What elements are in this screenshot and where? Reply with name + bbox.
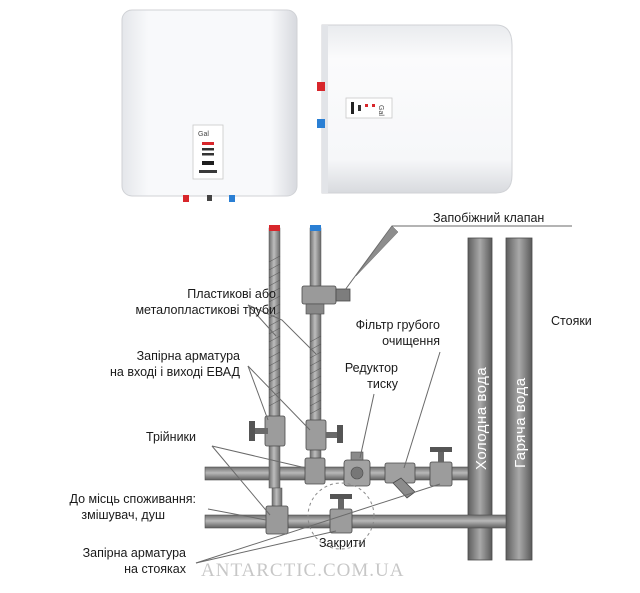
plastic-pipes-label-line2: металопластикові труби (135, 303, 276, 317)
riser-cold: Холодна вода (467, 237, 493, 561)
nozzle-icon (207, 195, 212, 201)
indicator-icon (202, 148, 214, 151)
pointer-icon (355, 225, 399, 277)
shutoff-risers-label-line1: Запірна арматура (83, 546, 186, 560)
hot-outlet-icon (183, 195, 189, 202)
riser-hot: Гаряча вода (505, 237, 533, 561)
shutoff-risers-label-line2: на стояках (124, 562, 187, 576)
shutoff-valve-cold-icon (305, 419, 343, 451)
indicator-icon (372, 104, 375, 107)
front-brand-label: Gal (198, 131, 209, 138)
tee-hot-icon (265, 505, 289, 535)
plastic-pipes-label-line1: Пластикові або (187, 287, 276, 301)
tees-label: Трійники (146, 430, 196, 444)
cold-water-label: Холодна вода (473, 367, 490, 470)
closed-valve-marker (307, 482, 375, 550)
coarse-filter-icon (384, 462, 416, 499)
water-heater-side: Gal (317, 24, 513, 194)
shutoff-valve-bypass-icon (329, 494, 353, 534)
control-panel (345, 97, 393, 119)
pressure-reducer-icon (343, 451, 371, 487)
risers-label: Стояки (551, 314, 592, 328)
hot-connector-icon (269, 225, 280, 231)
indicator-icon (202, 153, 214, 156)
display-icon (202, 161, 214, 165)
water-heater-front: Gal (121, 9, 298, 202)
indicator-icon (365, 104, 368, 107)
watermark: ANTARCTIC.COM.UA (201, 560, 404, 581)
safety-valve-icon (301, 285, 351, 315)
tee-cold-icon (304, 457, 326, 485)
consumption-label-line1: До місць споживання: (70, 492, 196, 506)
cold-connector-icon (310, 225, 321, 231)
cold-supply-pipe (204, 466, 469, 481)
hot-outlet-icon (317, 82, 325, 91)
coarse-filter-label-line2: очищення (382, 334, 440, 348)
shutoff-valve-hot-icon (249, 415, 286, 447)
pressure-reducer-label-line2: тиску (367, 377, 399, 391)
shutoff-evad-label-line1: Запірна арматура (137, 349, 240, 363)
leader-lines (195, 225, 572, 564)
pressure-reducer-label-line1: Редуктор (345, 361, 398, 375)
safety-valve-label: Запобіжний клапан (433, 211, 544, 225)
hot-water-label: Гаряча вода (512, 377, 529, 468)
cold-inlet-icon (229, 195, 235, 202)
switch-icon (199, 170, 217, 173)
cold-inlet-icon (317, 119, 325, 128)
coarse-filter-label-line1: Фільтр грубого (356, 318, 440, 332)
side-brand-label: Gal (377, 105, 384, 116)
closed-label: Закрити (319, 536, 366, 550)
shutoff-valve-cold-riser-icon (429, 447, 453, 487)
shutoff-evad-label-line2: на вході і виході ЕВАД (110, 365, 241, 379)
consumption-label-line2: змішувач, душ (81, 508, 165, 522)
indicator-icon (202, 142, 214, 145)
indicator-icon (358, 105, 361, 111)
switch-icon (351, 102, 354, 114)
